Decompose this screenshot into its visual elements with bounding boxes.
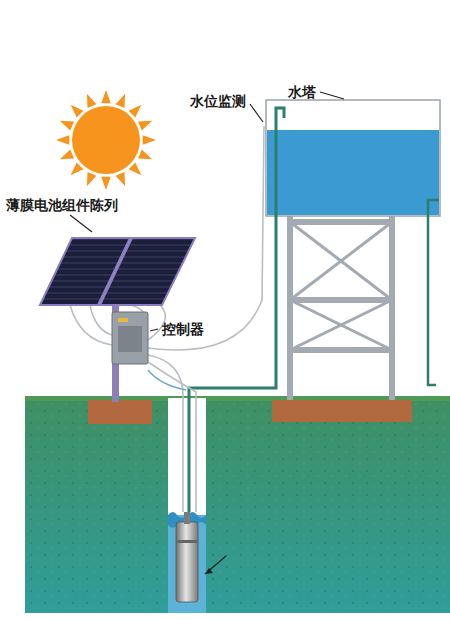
- sun-ray: [71, 163, 84, 176]
- controller-badge: [118, 318, 128, 322]
- leader-lines: [70, 92, 344, 574]
- sun-ray: [116, 94, 126, 108]
- well-water: [168, 515, 206, 613]
- tower-base: [272, 400, 412, 422]
- sun-ray: [71, 105, 84, 118]
- sun-ray: [138, 121, 152, 131]
- sun-ray: [101, 177, 111, 190]
- well-shaft: [168, 398, 206, 613]
- controller-box: [112, 312, 148, 364]
- solar-panel: [100, 238, 195, 305]
- ground-texture: [25, 398, 450, 613]
- panel-base: [88, 400, 152, 424]
- sun-ray: [116, 172, 126, 186]
- wires: [70, 126, 264, 512]
- callout-label: 控制器: [162, 320, 204, 338]
- sun-ray: [87, 94, 97, 108]
- sun-ray: [129, 163, 142, 176]
- tank-water: [267, 130, 439, 215]
- sun-ray: [87, 172, 97, 186]
- tower-bracing: [290, 222, 392, 350]
- leader-arrowhead: [205, 568, 213, 574]
- signal-wire: [148, 370, 186, 390]
- sun-ray: [143, 135, 156, 145]
- sun: [56, 90, 156, 190]
- callout-label: 水塔: [288, 83, 316, 101]
- water-tank: [266, 100, 440, 216]
- pump-band: [176, 540, 198, 543]
- submersible-pump: [176, 522, 198, 602]
- tower-frame: [290, 214, 392, 400]
- sun-ray: [129, 105, 142, 118]
- controller-panel: [118, 326, 142, 352]
- outlet-pipe: [428, 200, 439, 385]
- sun-ray: [60, 121, 74, 131]
- ground: [25, 398, 450, 613]
- sun-ray: [101, 90, 111, 103]
- water-pipe: [189, 108, 284, 512]
- pump-outlet: [184, 512, 190, 524]
- callout-label: 水位监测: [190, 92, 246, 110]
- sun-ray: [60, 150, 74, 160]
- sun-ray: [138, 150, 152, 160]
- sun-ray: [56, 135, 69, 145]
- sun-disc: [72, 106, 140, 174]
- callout-label: 薄膜电池组件陈列: [6, 196, 118, 214]
